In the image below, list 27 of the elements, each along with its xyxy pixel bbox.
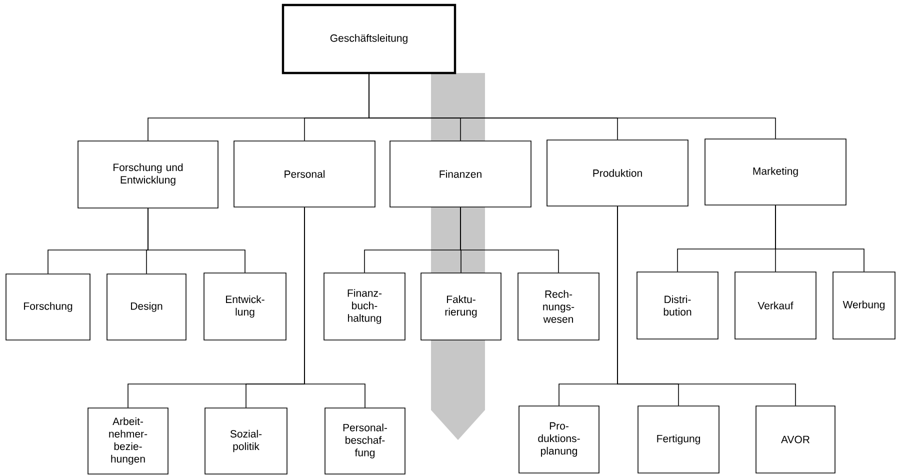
unit-box: Design (106, 274, 186, 340)
department-box: Marketing (704, 138, 846, 206)
unit-box: Rech- nungs- wesen (518, 272, 600, 340)
unit-box: Faktu- rierung (420, 272, 502, 340)
connector-line (148, 208, 246, 273)
connector-line (617, 206, 796, 406)
executive-box: Geschäftsleitung (282, 4, 456, 74)
department-box: Finanzen (390, 140, 532, 208)
unit-box: Fertigung (638, 406, 720, 474)
department-box: Personal (234, 140, 376, 208)
unit-box: Personal- beschaf- fung (324, 408, 406, 474)
unit-box: AVOR (756, 406, 836, 474)
unit-box: Verkauf (734, 272, 816, 340)
connector-line (460, 207, 559, 273)
unit-box: Forschung (6, 274, 90, 340)
unit-box: Arbeit- nehmer- bezie- hungen (88, 408, 168, 474)
unit-box: Sozial- politik (204, 408, 288, 474)
unit-box: Werbung (832, 272, 896, 340)
unit-box: Finanz- buch- haltung (324, 272, 406, 340)
unit-box: Distri- bution (636, 272, 718, 340)
connector-line (368, 74, 776, 139)
unit-box: Pro- duktions- planung (518, 406, 600, 474)
connector-line (304, 207, 366, 408)
department-box: Produktion (546, 140, 688, 206)
connector-line (775, 205, 864, 272)
unit-box: Entwick- lung (204, 272, 286, 340)
department-box: Forschung und Entwicklung (78, 140, 218, 208)
